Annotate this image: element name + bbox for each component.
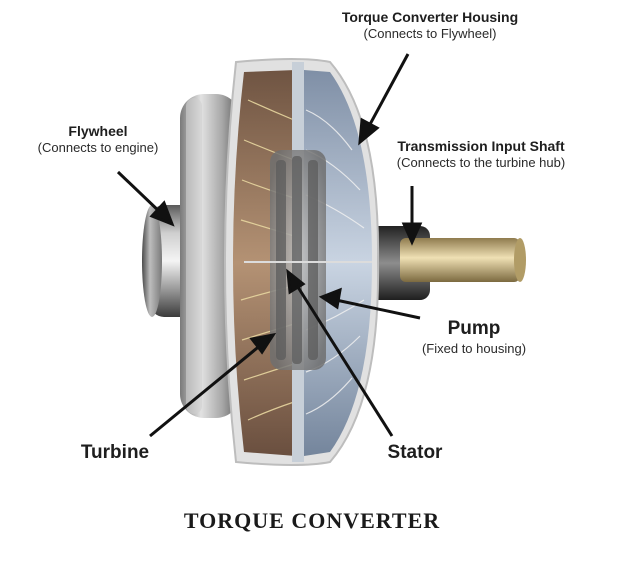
flywheel-label: Flywheel (Connects to engine) — [18, 123, 178, 155]
pointer-arrows — [116, 53, 423, 438]
stator-label-title: Stator — [387, 442, 443, 463]
turbine-label-title: Turbine — [80, 442, 150, 463]
shaft-label: Transmission Input Shaft (Connects to th… — [372, 138, 590, 170]
diagram-title: TORQUE CONVERTER — [183, 508, 441, 533]
flywheel-label-title: Flywheel — [68, 123, 128, 139]
flywheel-disc — [180, 94, 240, 418]
housing-label-title: Torque Converter Housing — [341, 9, 519, 25]
flywheel-label-note: (Connects to engine) — [37, 139, 159, 155]
shaft-label-note: (Connects to the turbine hub) — [396, 154, 566, 170]
input-shaft — [360, 226, 526, 300]
turbine-label: Turbine — [60, 442, 170, 465]
stator-label: Stator — [360, 442, 470, 465]
pump-label-title: Pump — [447, 318, 501, 339]
shaft-label-title: Transmission Input Shaft — [397, 138, 565, 154]
stator-assembly — [244, 150, 372, 370]
housing-label-note: (Connects to Flywheel) — [363, 25, 497, 41]
pump-label-note: (Fixed to housing) — [421, 340, 527, 356]
housing-label: Torque Converter Housing (Connects to Fl… — [325, 9, 535, 41]
pump-label: Pump (Fixed to housing) — [404, 318, 544, 356]
